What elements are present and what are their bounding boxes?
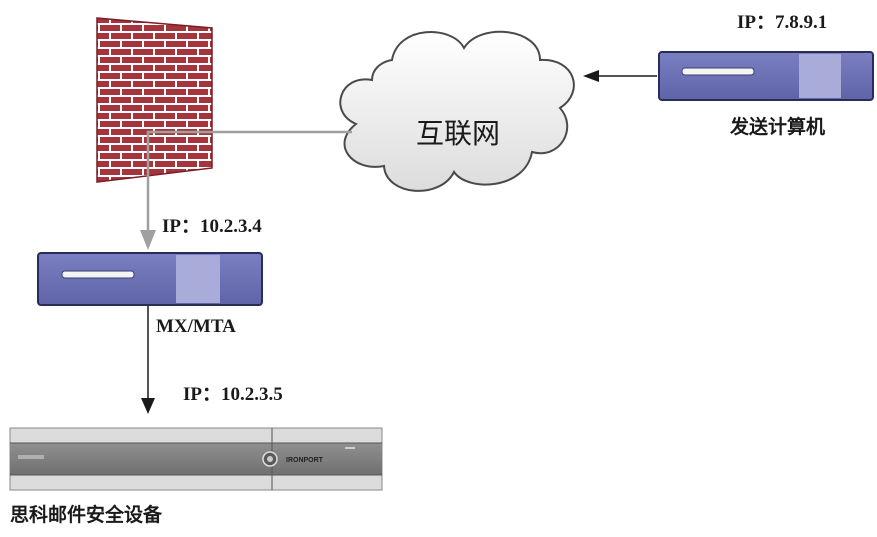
sender-name-label: 发送计算机 <box>730 117 826 138</box>
appliance-name-label: 思科邮件安全设备 <box>10 505 163 526</box>
security-appliance-icon: IRONPORT <box>9 427 383 491</box>
internet-cloud-icon <box>339 30 575 192</box>
arrow-to-internet-icon <box>583 70 599 82</box>
mta-ip-label: IP：10.2.3.4 <box>162 216 262 237</box>
internet-cloud-label: 互联网 <box>416 117 501 150</box>
internet-to-mta-line <box>146 130 352 238</box>
appliance-brand-text: IRONPORT <box>286 457 324 464</box>
arrow-to-mta-icon <box>140 230 156 250</box>
sender-computer-icon <box>658 51 874 101</box>
appliance-ip-label: IP：10.2.3.5 <box>183 384 283 405</box>
sender-ip-label: IP：7.8.9.1 <box>737 12 828 33</box>
arrow-to-appliance-icon <box>141 398 155 414</box>
firewall-icon <box>96 17 213 183</box>
mta-name-label: MX/MTA <box>156 316 236 337</box>
mta-server-icon <box>37 252 263 306</box>
